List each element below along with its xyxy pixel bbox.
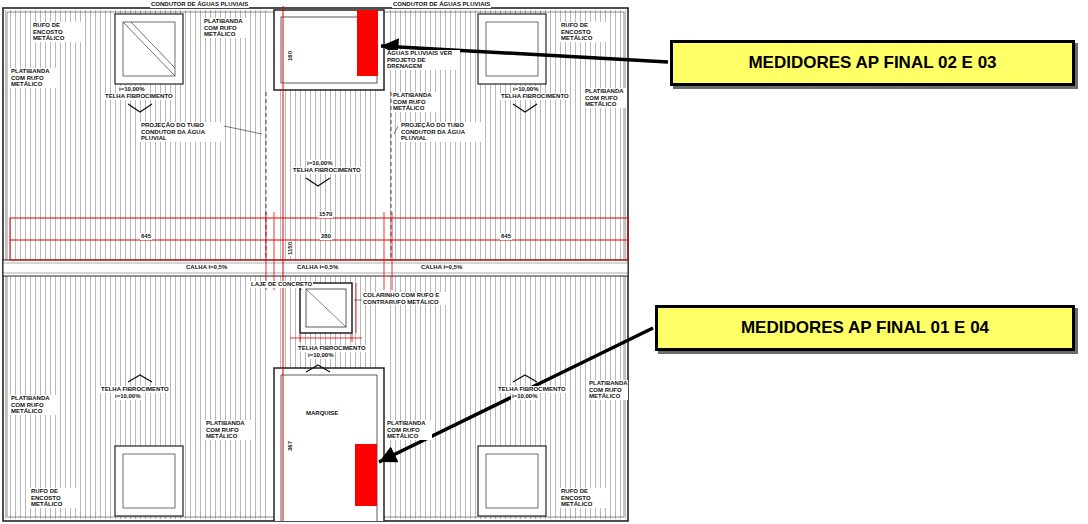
marquise-inner xyxy=(281,375,377,521)
dimension-line xyxy=(274,212,275,290)
dimension-line xyxy=(283,6,284,521)
chimney-diagonal xyxy=(131,22,175,68)
leader-line xyxy=(224,126,262,134)
stair-box xyxy=(274,10,384,90)
chimney-inner xyxy=(123,22,175,76)
gutter-line xyxy=(3,273,628,274)
dimension-band xyxy=(10,218,628,260)
plan-note: PLATIBANDA COM RUFO METÁLICO xyxy=(205,420,251,440)
pipe-projection xyxy=(391,92,392,258)
plan-note: CONDUTOR DE ÁGUAS PLUVIAIS xyxy=(392,1,491,8)
dimension-label: 160 xyxy=(287,50,294,62)
marquise-ground xyxy=(274,368,384,521)
plan-note: i=10,00% xyxy=(118,86,146,93)
plan-note: i=10,00% xyxy=(512,86,540,93)
dimension-label: 367 xyxy=(287,440,294,452)
meter-position xyxy=(355,444,377,506)
chimney-inner xyxy=(123,454,175,508)
plan-note: TELHA FIBROCIMENTO xyxy=(100,386,170,393)
plan-note: COLARINHO COM RUFO E CONTRARUFO METÁLICO xyxy=(362,292,446,305)
plan-note: MARQUISE xyxy=(305,410,339,417)
plan-note: i=10,00% xyxy=(511,393,539,400)
plan-note: TELHA FIBROCIMENTO xyxy=(297,345,367,352)
dimension-line xyxy=(10,240,628,241)
dimension-line xyxy=(266,212,267,290)
chimney-box xyxy=(115,14,183,84)
dimension-line xyxy=(384,212,385,290)
roof-hatch xyxy=(280,90,380,260)
plan-note: TELHA FIBROCIMENTO xyxy=(292,167,362,174)
plan-note: TELHA FIBROCIMENTO xyxy=(497,386,567,393)
callout-text: MEDIDORES AP FINAL 01 E 04 xyxy=(741,318,989,338)
dimension-line xyxy=(392,212,393,290)
dimension-label: 1570 xyxy=(318,211,333,218)
plan-note: CONDUTOR DE ÁGUAS PLUVIAIS xyxy=(150,1,249,8)
plan-note: PROJEÇÃO DO TUBO CONDUTOR DA ÁGUA PLUVIA… xyxy=(400,122,482,142)
slope-arrow xyxy=(306,178,330,186)
dimension-label: 1150 xyxy=(287,241,294,256)
plan-note: RUFO DE ENCOSTO METÁLICO xyxy=(560,22,610,42)
plan-note: i=10,00% xyxy=(306,160,334,167)
dimension-line xyxy=(290,338,362,339)
callout-box: MEDIDORES AP FINAL 01 E 04 xyxy=(655,305,1075,351)
plan-note: CALHA I=0,5% xyxy=(296,264,339,271)
chimney-inner xyxy=(486,22,538,76)
plan-note: LAJE DE CONCRETO xyxy=(250,281,313,288)
roof-hatch xyxy=(5,276,270,519)
leader-line xyxy=(394,126,398,134)
plan-note: PROJEÇÃO DO TUBO CONDUTOR DA ÁGUA PLUVIA… xyxy=(140,122,222,142)
dimension-line xyxy=(356,283,357,333)
chimney-box xyxy=(478,446,546,516)
plan-note: TELHA FIBROCIMENTO xyxy=(500,93,570,100)
plan-note: CALHA I=0,5% xyxy=(420,264,463,271)
marquise-outline xyxy=(274,368,384,521)
roof-hatch xyxy=(5,10,270,260)
plan-note: PLATIBANDA COM RUFO METÁLICO xyxy=(203,18,249,38)
plan-note: RUFO DE ENCOSTO METÁLICO xyxy=(30,488,80,508)
concrete-slab xyxy=(300,283,352,333)
plan-note: PLATIBANDA COM RUFO METÁLICO xyxy=(392,92,438,112)
plan-note: i=10,00% xyxy=(307,352,335,359)
concrete-slab-inner xyxy=(306,289,346,327)
plan-note: RUFO DE ENCOSTO METÁLICO xyxy=(32,22,82,42)
slope-arrow xyxy=(306,365,330,372)
plan-note: TELHA FIBROCIMENTO xyxy=(104,93,174,100)
slope-arrow xyxy=(128,375,152,382)
plan-note: i=10,00% xyxy=(114,393,142,400)
chimney-inner xyxy=(486,454,538,508)
dimension-tick xyxy=(352,334,353,342)
dimension-label: 645 xyxy=(140,233,152,240)
outer-wall xyxy=(3,8,628,521)
dimension-label: 280 xyxy=(320,233,332,240)
chimney-box xyxy=(478,14,546,84)
dimension-label: 645 xyxy=(500,233,512,240)
callout-box: MEDIDORES AP FINAL 02 E 03 xyxy=(670,40,1075,86)
plan-note: PLATIBANDA COM RUFO METÁLICO xyxy=(386,420,432,440)
chimney-box xyxy=(115,446,183,516)
gutter xyxy=(3,260,628,276)
slope-arrow xyxy=(128,104,152,112)
slope-arrow xyxy=(513,375,537,382)
plan-note: CALHA I=0,5% xyxy=(185,264,228,271)
meter-position xyxy=(357,10,378,76)
plan-note: ÁGUAS PLUVIAIS VER PROJETO DE DRENAGEM xyxy=(386,50,460,70)
slope-arrow xyxy=(513,104,537,112)
callout-arrow xyxy=(379,328,653,462)
plan-note: PLATIBANDA COM RUFO METÁLICO xyxy=(588,380,628,400)
plan-note: RUFO DE ENCOSTO METÁLICO xyxy=(560,488,610,508)
plan-note: PLATIBANDA COM RUFO METÁLICO xyxy=(584,88,626,108)
roof-hatch xyxy=(280,276,380,368)
dimension-tick xyxy=(300,334,301,342)
plan-note: PLATIBANDA COM RUFO METÁLICO xyxy=(10,68,56,88)
plan-note: PLATIBANDA COM RUFO METÁLICO xyxy=(10,395,56,415)
slab-diagonal xyxy=(306,289,346,327)
chimney-diagonal xyxy=(123,22,175,76)
callout-text: MEDIDORES AP FINAL 02 E 03 xyxy=(748,53,996,73)
